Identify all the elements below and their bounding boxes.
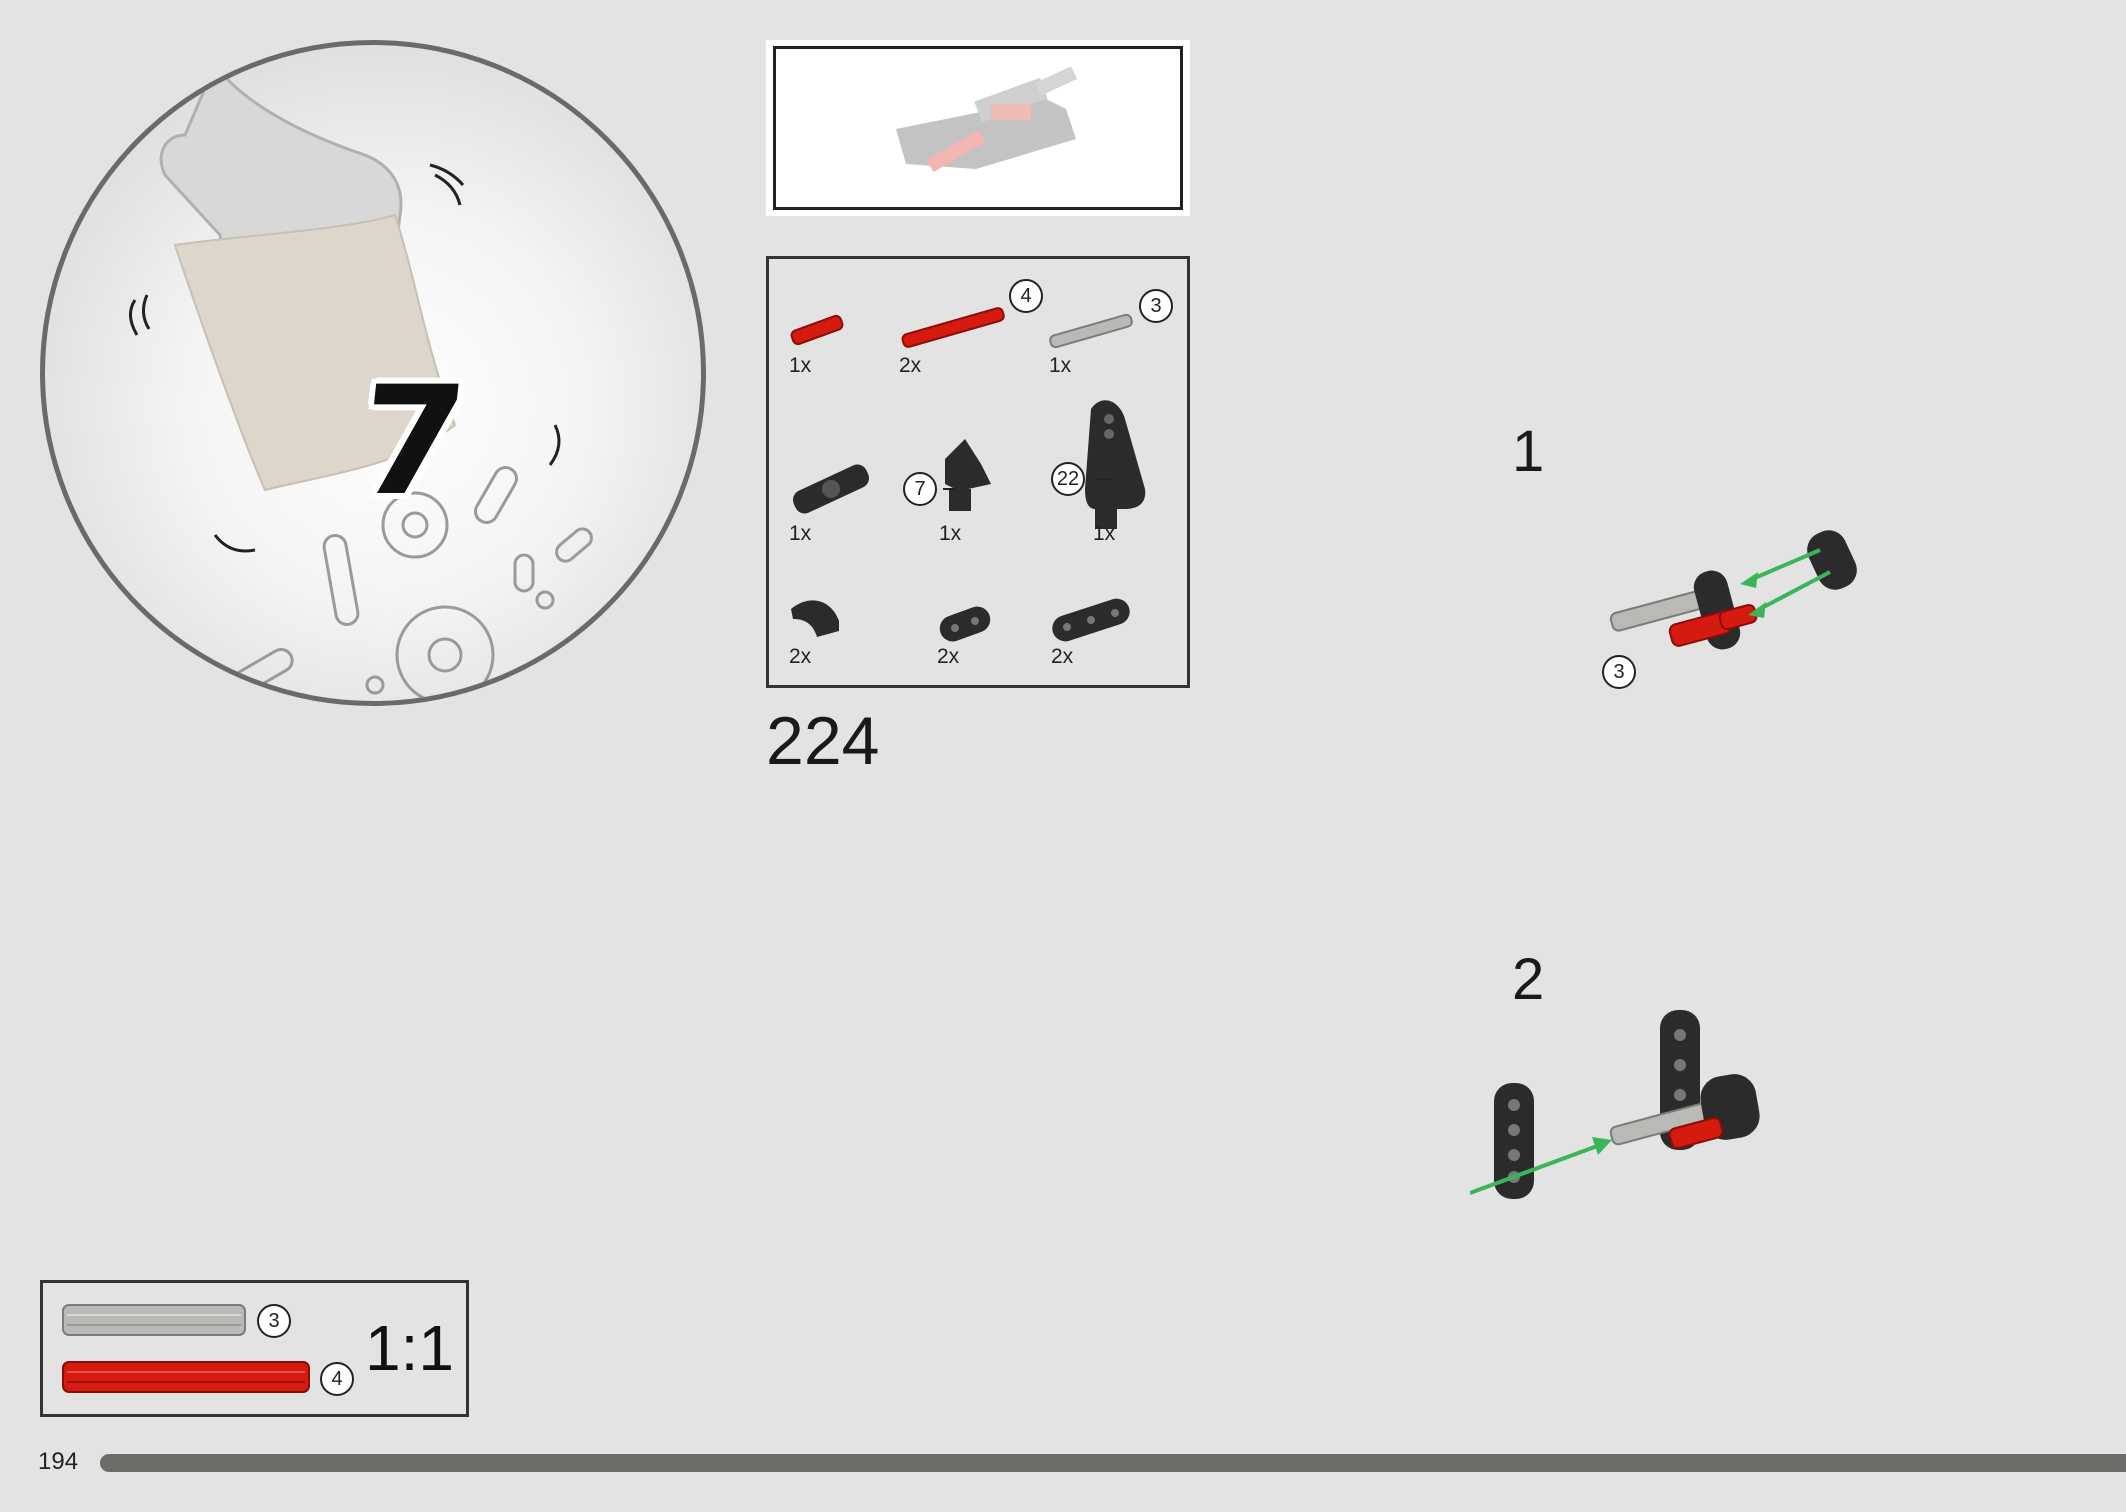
part-qty: 2x xyxy=(937,645,960,668)
black-beam-3-icon xyxy=(1052,598,1130,642)
red-axle-4-icon xyxy=(901,307,1005,348)
black-panel-22-icon xyxy=(1085,400,1146,529)
part-qty: 1x xyxy=(1093,522,1116,545)
bag-number: 7 xyxy=(350,355,474,529)
length-callout: 3 xyxy=(1602,655,1636,689)
part-id-callout: 7 xyxy=(903,472,937,506)
black-curved-beam-icon xyxy=(791,600,839,637)
part-id-callout: 22 xyxy=(1051,462,1085,496)
black-beam-2-icon xyxy=(939,606,991,642)
black-panel-7-icon xyxy=(945,439,991,511)
sub-step-1-illustration xyxy=(1609,530,1857,650)
sub-step-number: 2 xyxy=(1512,947,1545,1012)
scale-label: 1:1 xyxy=(365,1312,454,1384)
length-callout: 4 xyxy=(1009,279,1043,313)
parts-list: 1x 2x 1x 1x 1x 1x 2x 2x 2x 4 3 7 22 xyxy=(766,256,1190,688)
part-qty: 2x xyxy=(789,645,812,668)
length-callout: 4 xyxy=(320,1362,354,1396)
grey-axle-3-icon xyxy=(62,1304,246,1336)
part-qty: 1x xyxy=(789,354,812,377)
bag-illustration: 7 xyxy=(40,40,706,706)
part-qty: 1x xyxy=(939,522,962,545)
assembly-preview xyxy=(773,46,1183,210)
black-axle-connector-icon xyxy=(792,464,870,514)
scale-reference: 3 4 1:1 xyxy=(40,1280,469,1417)
page-number: 194 xyxy=(38,1448,79,1475)
part-qty: 2x xyxy=(899,354,922,377)
sub-step-number: 1 xyxy=(1512,419,1545,484)
grey-axle-3-icon xyxy=(1049,313,1133,349)
red-axle-short-icon xyxy=(790,314,844,346)
part-qty: 1x xyxy=(789,522,812,545)
length-callout: 3 xyxy=(1139,289,1173,323)
step-number: 224 xyxy=(766,703,880,779)
length-callout: 3 xyxy=(257,1304,291,1338)
part-qty: 2x xyxy=(1051,645,1074,668)
progress-bar xyxy=(100,1454,2126,1472)
bag-icon xyxy=(173,213,457,492)
part-qty: 1x xyxy=(1049,354,1072,377)
red-axle-4-icon xyxy=(62,1361,310,1393)
sub-step-2-illustration xyxy=(1470,1010,1760,1199)
